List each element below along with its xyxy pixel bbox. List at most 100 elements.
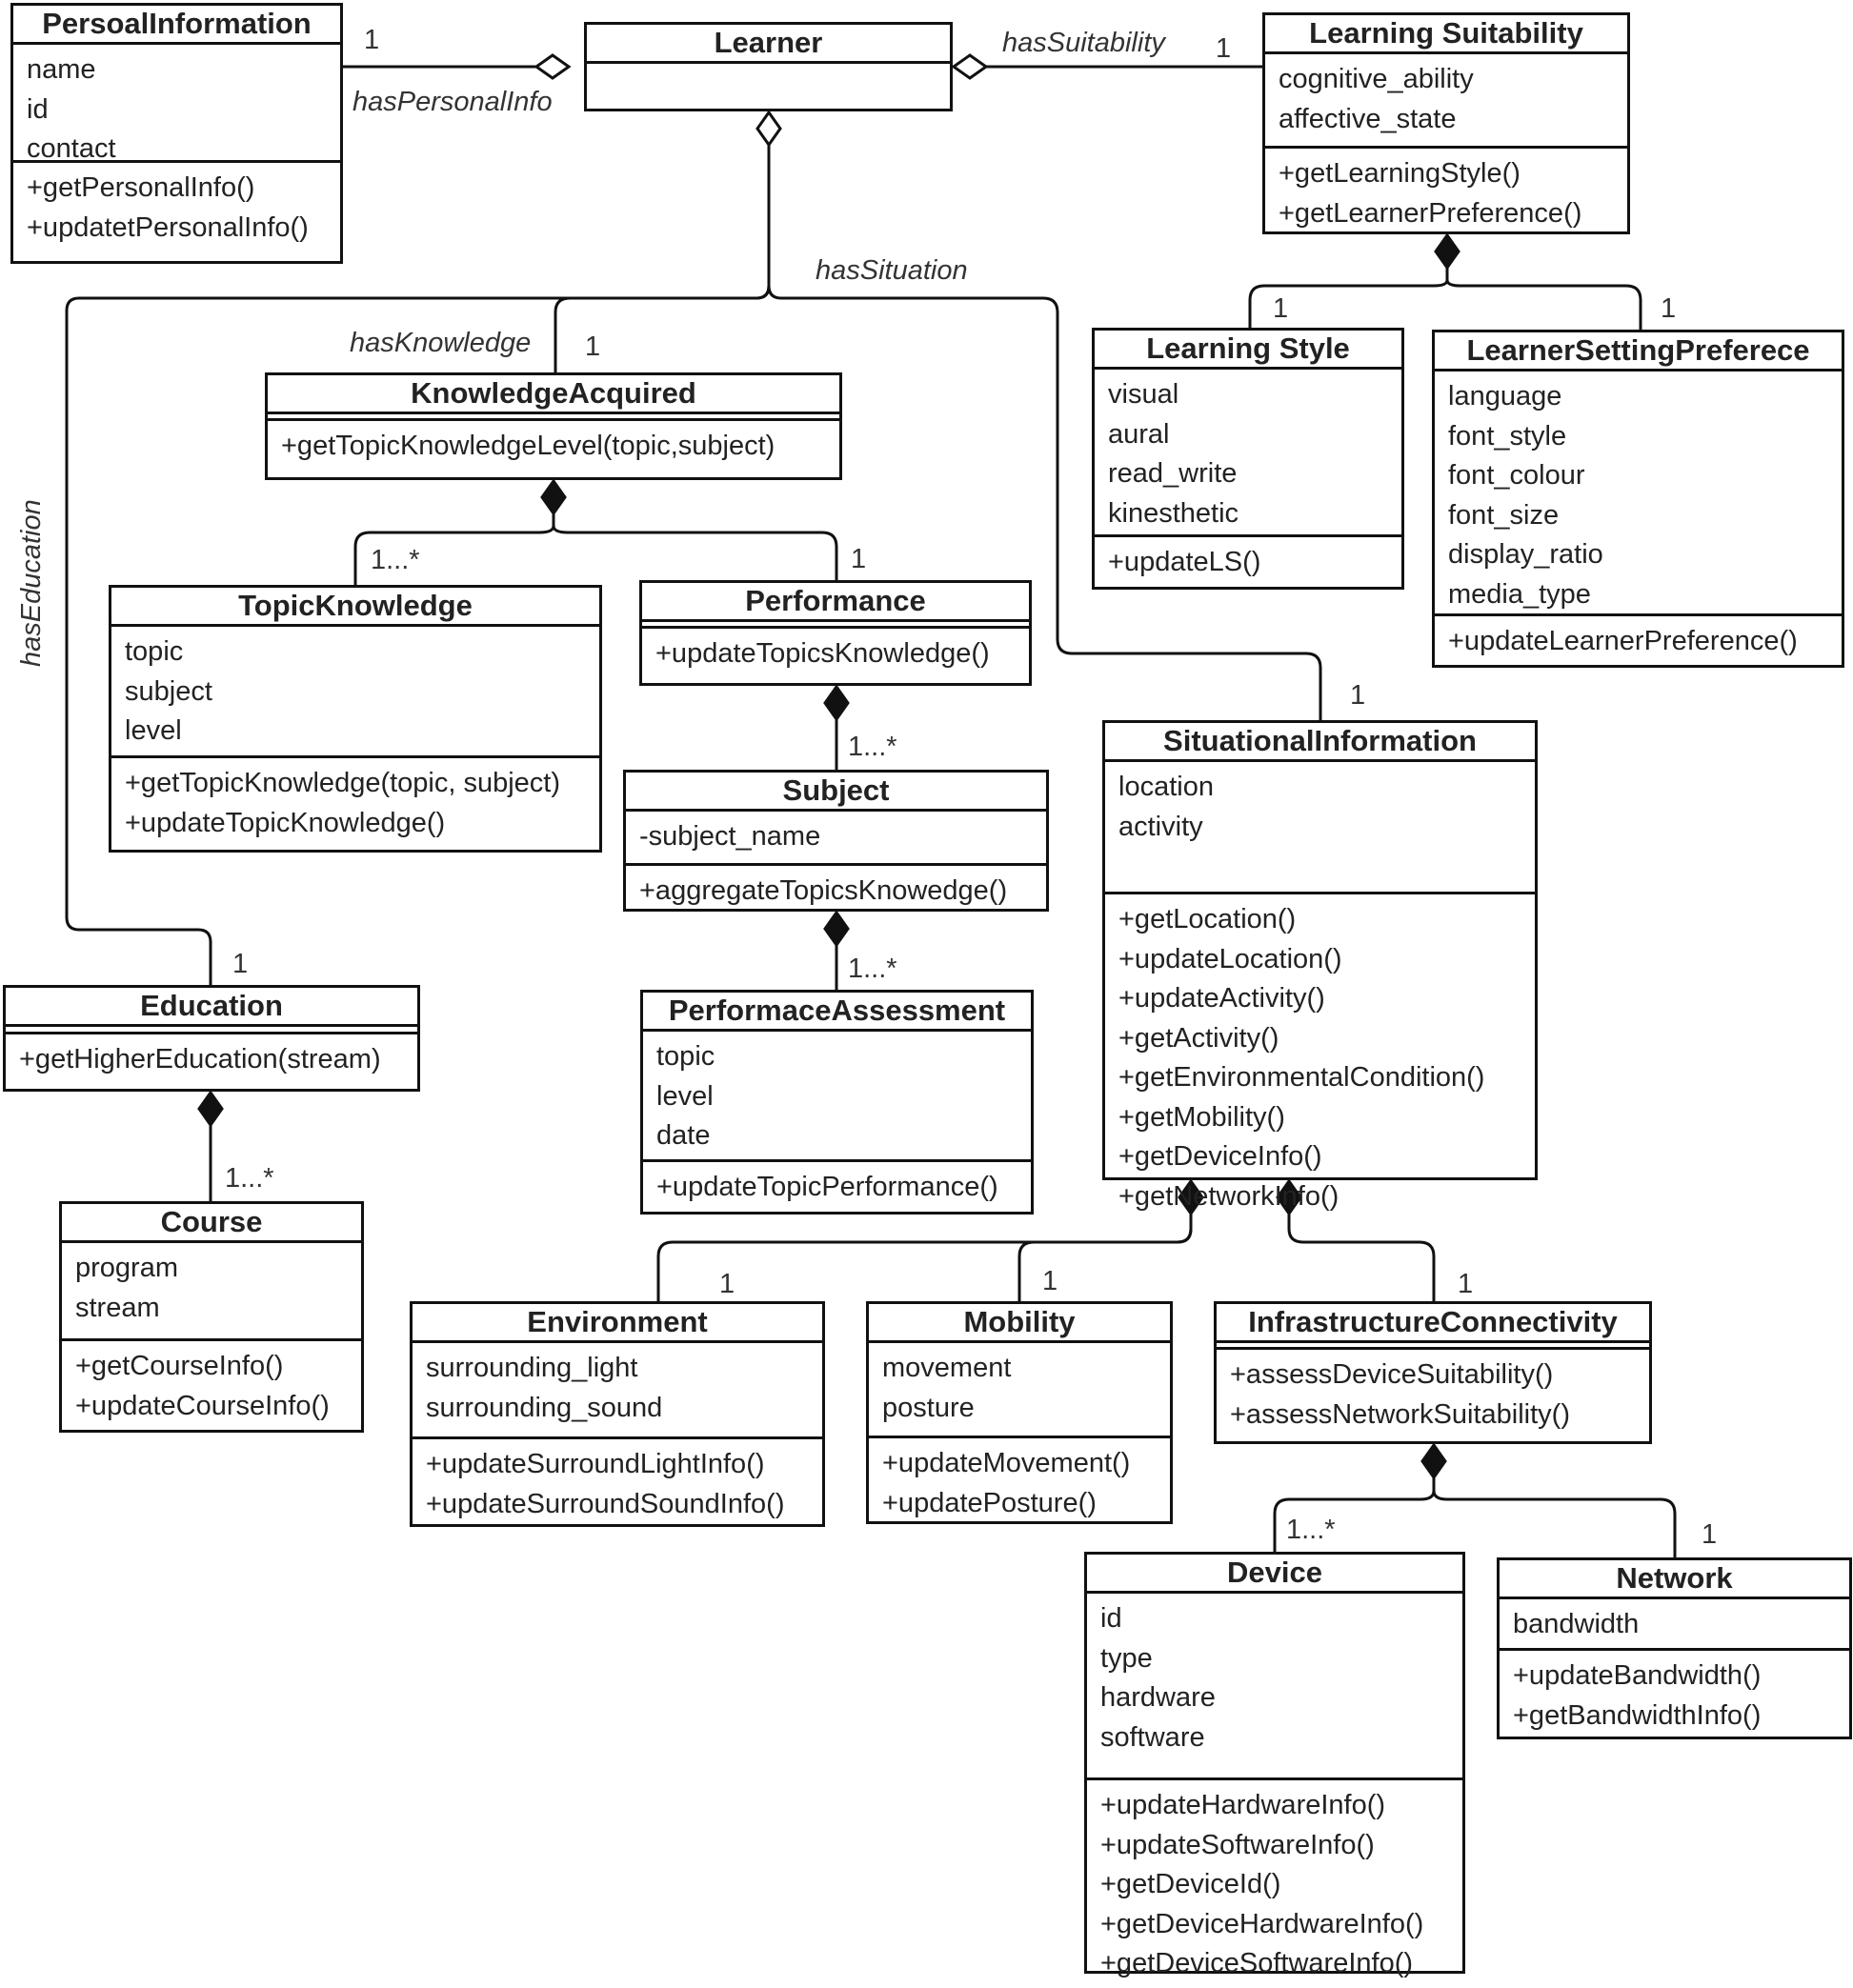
class-name: Learning Style bbox=[1095, 331, 1401, 370]
class-name: Mobility bbox=[869, 1304, 1170, 1343]
multiplicity-course: 1...* bbox=[225, 1163, 274, 1194]
link-learner-knowledge bbox=[554, 285, 771, 372]
operation: +getLocation() bbox=[1118, 904, 1297, 934]
operation: +getLearningStyle() bbox=[1279, 158, 1521, 189]
class-name: KnowledgeAcquired bbox=[268, 375, 839, 414]
class-name: Device bbox=[1087, 1555, 1462, 1594]
operation: +getTopicKnowledge(topic, subject) bbox=[125, 768, 561, 798]
attribute: location bbox=[1118, 772, 1214, 802]
attribute: level bbox=[656, 1080, 714, 1112]
composition-diamond-icon bbox=[1178, 1178, 1204, 1216]
link-situation-mobility bbox=[1017, 1228, 1193, 1301]
operation: +getDeviceSoftwareInfo() bbox=[1100, 1948, 1414, 1978]
operation: +assessNetworkSuitability() bbox=[1230, 1398, 1570, 1430]
composition-diamond-icon bbox=[1420, 1442, 1447, 1480]
operation: +updateBandwidth() bbox=[1513, 1660, 1762, 1691]
attribute: level bbox=[125, 715, 182, 746]
multiplicity-situational: 1 bbox=[1350, 680, 1365, 711]
attributes-compartment bbox=[268, 414, 839, 421]
operation: +updateSoftwareInfo() bbox=[1100, 1829, 1375, 1860]
operation: +assessDeviceSuitability() bbox=[1230, 1359, 1554, 1390]
operation: +updateTopicPerformance() bbox=[656, 1172, 998, 1202]
class-knowledge: KnowledgeAcquired+getTopicKnowledgeLevel… bbox=[265, 372, 842, 480]
attribute: id bbox=[1100, 1603, 1122, 1634]
operation: +updateTopicsKnowledge() bbox=[655, 638, 990, 669]
attribute: font_style bbox=[1448, 420, 1567, 452]
attributes-compartment: id type hardware software bbox=[1087, 1594, 1462, 1780]
attributes-compartment: bandwidth bbox=[1500, 1599, 1849, 1651]
link-learner-situation bbox=[767, 285, 1322, 720]
operations-compartment: +updateLS() bbox=[1095, 537, 1401, 587]
class-infra: InfrastructureConnectivity+assessDeviceS… bbox=[1214, 1301, 1652, 1444]
operations-compartment: +updateTopicPerformance() bbox=[643, 1162, 1031, 1212]
attribute: kinesthetic bbox=[1108, 497, 1239, 529]
class-subject: Subject -subject_name +aggregateTopicsKnow… bbox=[623, 770, 1049, 912]
multiplicity-assessment: 1...* bbox=[848, 954, 897, 984]
attributes-compartment: name id contact bbox=[13, 45, 340, 164]
aggregation-diamond-icon bbox=[534, 53, 572, 80]
operation: +getDeviceId() bbox=[1100, 1869, 1281, 1899]
attribute: bandwidth bbox=[1513, 1609, 1640, 1639]
attribute: date bbox=[656, 1120, 711, 1151]
operation: +getMobility() bbox=[1118, 1101, 1285, 1133]
operations-compartment: +updateMovement()+updatePosture() bbox=[869, 1438, 1170, 1527]
composition-diamond-icon bbox=[540, 478, 567, 516]
link-situation-infra bbox=[1287, 1214, 1436, 1301]
link-knowledge-performance bbox=[552, 525, 838, 580]
attribute: media_type bbox=[1448, 578, 1591, 610]
attribute: subject bbox=[125, 675, 212, 707]
class-name: Learning Suitability bbox=[1265, 15, 1627, 54]
attribute: cognitive_ability bbox=[1279, 64, 1474, 94]
class-education: Education+getHigherEducation(stream) bbox=[3, 985, 420, 1092]
attribute: type bbox=[1100, 1642, 1153, 1674]
class-performance: Performance+updateTopicsKnowledge() bbox=[639, 580, 1032, 686]
class-topic: TopicKnowledge topic subject level +getTopic… bbox=[109, 585, 602, 853]
class-name: Learner bbox=[587, 25, 950, 64]
operations-compartment: +updateSurroundLightInfo()+updateSurroun… bbox=[413, 1439, 822, 1528]
multiplicity-suitability: 1 bbox=[1216, 33, 1231, 64]
attributes-compartment: topic subject level bbox=[111, 627, 599, 758]
aggregation-diamond-icon bbox=[755, 110, 782, 148]
operation: +getHigherEducation(stream) bbox=[19, 1044, 381, 1074]
operation: +getDeviceInfo() bbox=[1118, 1141, 1322, 1172]
class-learner: Learner bbox=[584, 22, 953, 111]
attribute: contact bbox=[27, 133, 116, 164]
attribute: language bbox=[1448, 381, 1562, 412]
multiplicity-education: 1 bbox=[232, 949, 248, 979]
operation: +updateHardwareInfo() bbox=[1100, 1790, 1386, 1820]
class-name: Network bbox=[1500, 1560, 1849, 1599]
attribute: hardware bbox=[1100, 1682, 1216, 1713]
operation: +aggregateTopicsKnowedge() bbox=[639, 875, 1008, 906]
operations-compartment: +getPersonalInfo()+updatetPersonalInfo() bbox=[13, 163, 340, 251]
attribute: name bbox=[27, 54, 96, 85]
class-name: Subject bbox=[626, 773, 1046, 812]
operation: +updateActivity() bbox=[1118, 983, 1325, 1014]
operation: +updateCourseInfo() bbox=[75, 1390, 330, 1421]
attribute: -subject_name bbox=[639, 821, 821, 852]
operation: +getEnvironmentalCondition() bbox=[1118, 1062, 1485, 1093]
operation: +updateLearnerPreference() bbox=[1448, 626, 1798, 656]
attribute: id bbox=[27, 93, 49, 125]
attribute: topic bbox=[125, 636, 184, 667]
class-name: LearnerSettingPreferece bbox=[1435, 332, 1842, 371]
multiplicity-personal: 1 bbox=[364, 25, 379, 55]
operation: +getPersonalInfo() bbox=[27, 172, 255, 203]
operation: +updatePosture() bbox=[882, 1487, 1097, 1518]
class-name: SituationalInformation bbox=[1105, 723, 1535, 762]
attribute: movement bbox=[882, 1353, 1012, 1383]
attribute: program bbox=[75, 1253, 178, 1283]
attribute: font_colour bbox=[1448, 460, 1585, 491]
composition-diamond-icon bbox=[1276, 1178, 1302, 1216]
attribute: software bbox=[1100, 1721, 1205, 1753]
attribute: read_write bbox=[1108, 458, 1238, 489]
class-name: TopicKnowledge bbox=[111, 588, 599, 627]
operation: +updateSurroundLightInfo() bbox=[426, 1449, 765, 1479]
multiplicity-mobility: 1 bbox=[1042, 1266, 1057, 1296]
